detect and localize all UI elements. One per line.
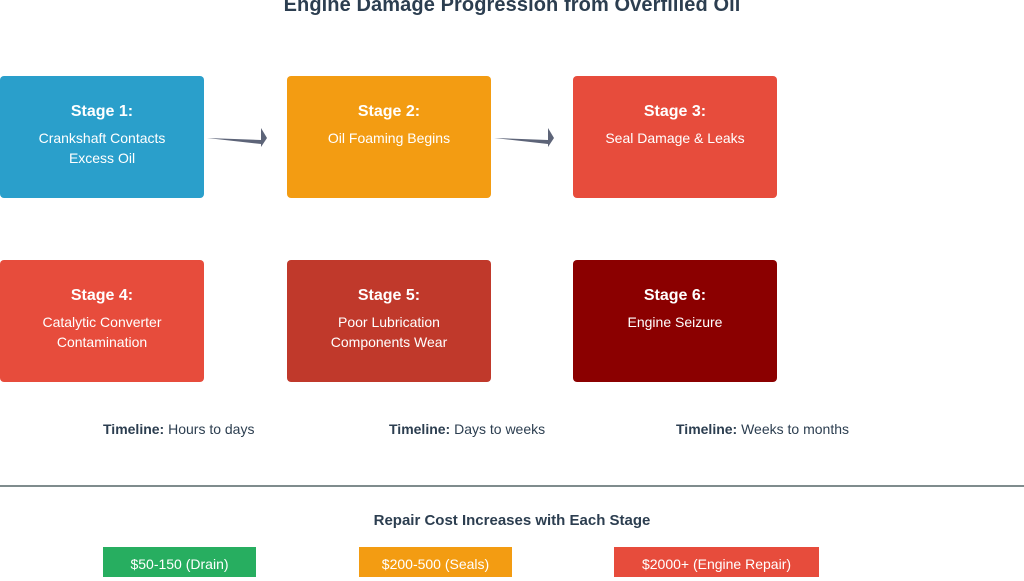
repair-cost-title: Repair Cost Increases with Each Stage [373, 512, 651, 529]
timeline-2-value: Days to weeks [454, 421, 546, 437]
stage-2-box: Stage 2: Oil Foaming Begins [287, 76, 491, 198]
stage-4-box: Stage 4: Catalytic Converter Contaminati… [0, 260, 204, 382]
timeline-3-value: Weeks to months [741, 421, 849, 437]
arrow-stage-2-to-3 [494, 128, 554, 147]
stage-4-title: Stage 4: [70, 287, 134, 304]
stage-5-description: Poor Lubrication Components Wear [330, 314, 448, 350]
stage-6-description: Engine Seizure [627, 314, 723, 330]
timeline-1-value: Hours to days [168, 421, 255, 437]
stage-3-description: Seal Damage & Leaks [605, 130, 745, 146]
arrow-stage-1-to-2 [207, 128, 267, 147]
stage-6-box: Stage 6: Engine Seizure [573, 260, 777, 382]
stage-1-title: Stage 1: [70, 103, 134, 120]
stage-6-title: Stage 6: [643, 287, 707, 304]
stage-1-description: Crankshaft Contacts Excess Oil [38, 130, 166, 166]
cost-badge-engine-repair: $2000+ (Engine Repair) [614, 547, 819, 577]
timeline-1: Timeline: Hours to days [103, 421, 254, 437]
stage-2-description: Oil Foaming Begins [327, 130, 451, 146]
timeline-2: Timeline: Days to weeks [389, 421, 545, 437]
timeline-3-label: Timeline: [676, 421, 738, 437]
cost-badge-drain: $50-150 (Drain) [103, 547, 256, 577]
timeline-2-label: Timeline: [389, 421, 451, 437]
stage-2-title: Stage 2: [357, 103, 421, 120]
stage-1-box: Stage 1: Crankshaft Contacts Excess Oil [0, 76, 204, 198]
diagram-title: Engine Damage Progression from Overfille… [283, 0, 741, 16]
timeline-1-label: Timeline: [103, 421, 165, 437]
timeline-3: Timeline: Weeks to months [676, 421, 849, 437]
stage-3-box: Stage 3: Seal Damage & Leaks [573, 76, 777, 198]
cost-badge-seals: $200-500 (Seals) [359, 547, 512, 577]
stage-5-box: Stage 5: Poor Lubrication Components Wea… [287, 260, 491, 382]
stage-5-title: Stage 5: [357, 287, 421, 304]
section-divider [0, 485, 1024, 487]
stage-4-description: Catalytic Converter Contamination [42, 314, 162, 350]
stage-3-title: Stage 3: [643, 103, 707, 120]
